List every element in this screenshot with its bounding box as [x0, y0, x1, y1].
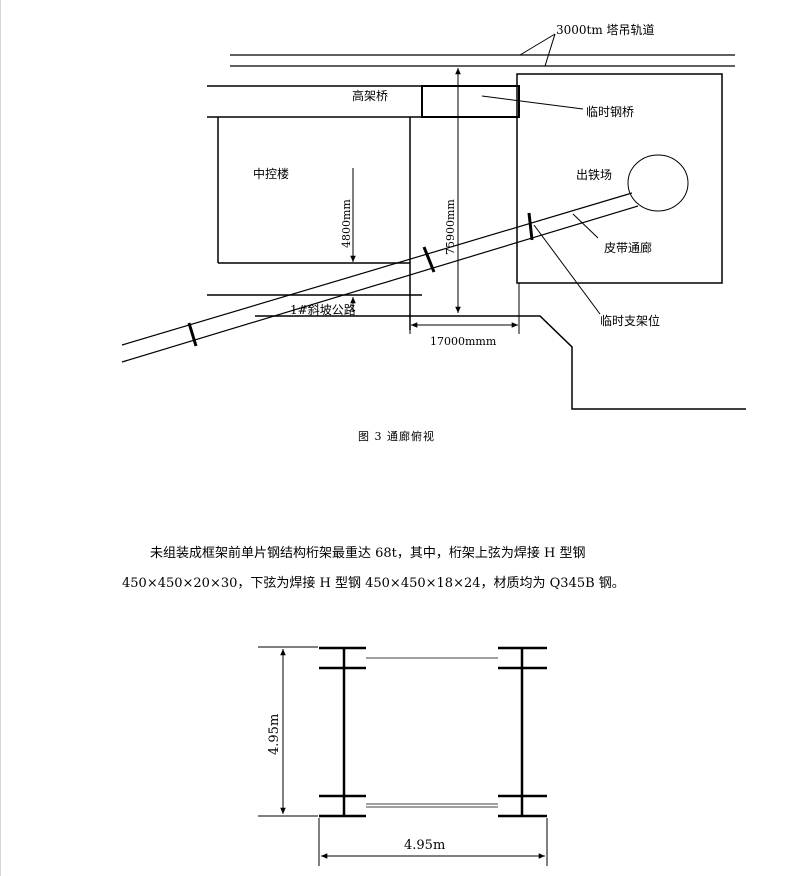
dim-17000-label: 17000mmm [430, 335, 497, 348]
viaduct-label: 高架桥 [352, 88, 388, 103]
tapping-yard-box [516, 73, 723, 284]
temp-support-label: 临时支架位 [600, 313, 660, 328]
crane-track-label: 3000tm 塔吊轨道 [556, 23, 655, 37]
belt-corridor-leader [572, 213, 599, 239]
page-left-border [0, 0, 1, 876]
body-paragraph: 未组装成框架前单片钢结构桁架最重达 68t，其中，桁架上弦为焊接 H 型钢 45… [122, 546, 625, 591]
dim-horizontal-label: 4.95m [404, 838, 445, 853]
temp-bridge-box [421, 85, 520, 118]
temp-support-leader [533, 224, 601, 315]
crane-track-leader-1 [519, 33, 556, 56]
belt-corridor-line-lower [121, 205, 639, 363]
dim-75900-label: 75900mm [444, 199, 457, 255]
tapping-yard-label: 出铁场 [576, 168, 612, 182]
temp-support-mark-3 [527, 212, 534, 241]
dim-4800-label: 4800mm [340, 199, 353, 248]
dim-vertical-label: 4.95m [267, 714, 282, 755]
ramp-road-label: 1#斜坡公路 [290, 302, 356, 317]
control-building-label: 中控楼 [253, 166, 289, 181]
corridor-plan-figure: 3000tm 塔吊轨道 高架桥 临时钢桥 中控楼 出铁场 皮带通廊 临时支架位 … [121, 23, 746, 410]
temp-support-mark-2 [422, 246, 436, 273]
tapping-yard-circle [627, 154, 689, 212]
temp-support-mark-1 [187, 322, 198, 347]
belt-corridor-line-upper [121, 192, 633, 346]
temp-bridge-label: 临时钢桥 [586, 105, 634, 119]
temp-bridge-leader [481, 95, 584, 110]
belt-corridor-label: 皮带通廊 [604, 240, 652, 255]
figure-3-caption: 图 3 通廊俯视 [358, 430, 435, 443]
ramp-road-lower [255, 315, 746, 410]
crane-track-leader-2 [544, 33, 556, 67]
